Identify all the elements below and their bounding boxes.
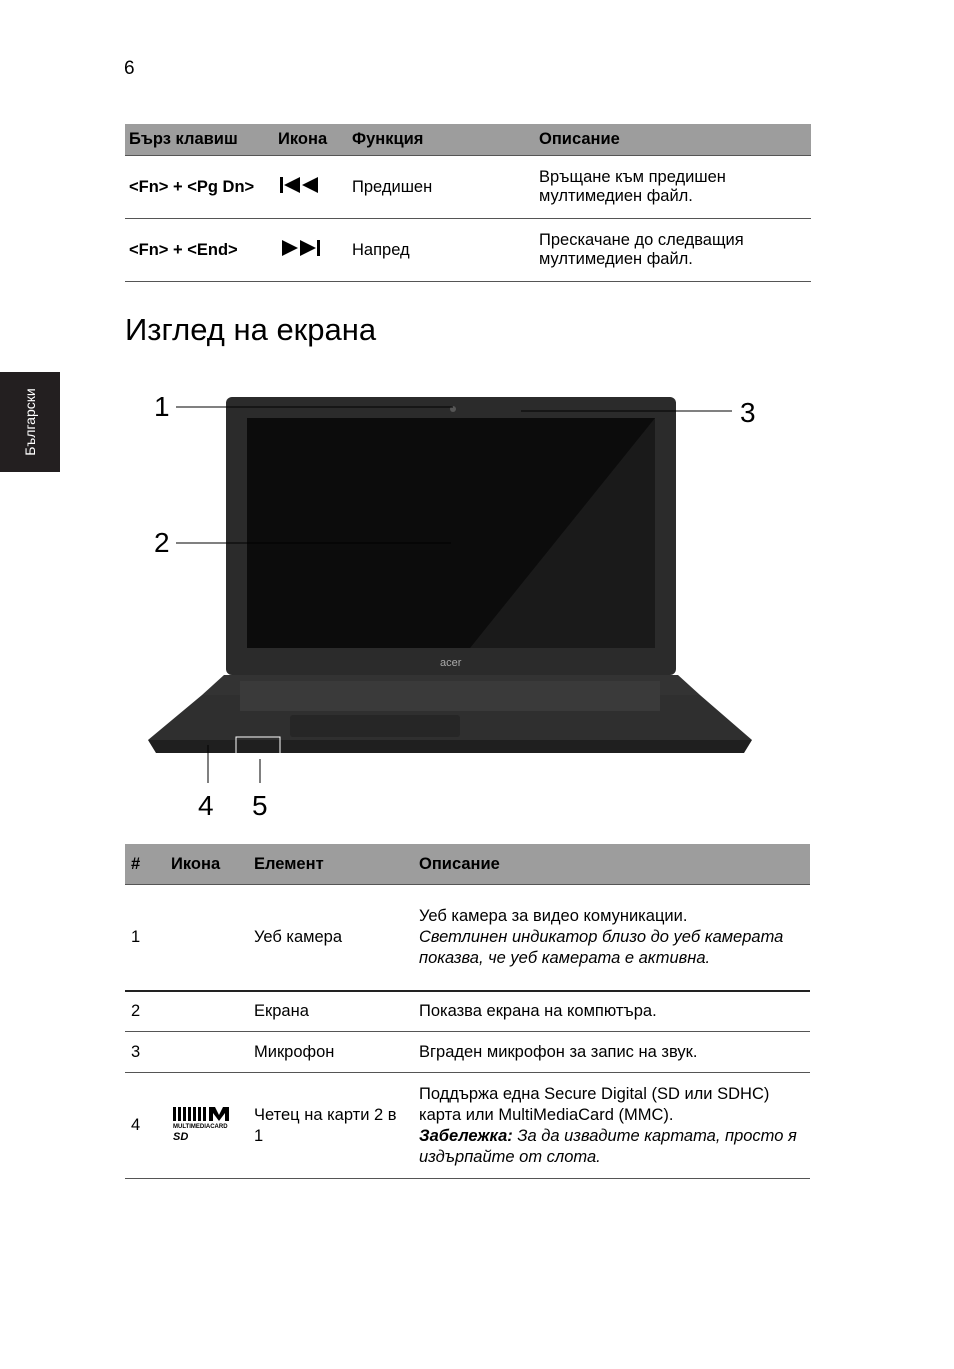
hotkey-cell: <Fn> + <End> [125, 218, 274, 282]
table-header-row: Бърз клавиш Икона Функция Описание [125, 124, 811, 156]
page-number: 6 [124, 58, 135, 79]
header-number: # [125, 844, 165, 885]
section-title: Изглед на екрана [125, 312, 377, 347]
element-cell: Четец на карти 2 в 1 [248, 1072, 413, 1179]
laptop-front-view-figure: 1 2 3 4 5 acer [140, 385, 780, 825]
description-note: За да извадите картата, просто я издърпа… [419, 1126, 797, 1166]
element-cell: Микрофон [248, 1031, 413, 1073]
table-header-row: # Икона Елемент Описание [125, 844, 810, 885]
table-row: 2 Екрана Показва екрана на компютъра. [125, 990, 810, 1032]
table-row: <Fn> + <End> Напред Прескачане до следва… [125, 218, 811, 282]
function-cell: Напред [348, 218, 535, 282]
header-hotkey: Бърз клавиш [125, 124, 274, 156]
description-note: Светлинен индикатор близо до уеб камерат… [419, 927, 784, 967]
description-text: Поддържа една Secure Digital (SD или SDH… [419, 1084, 770, 1124]
row-number: 3 [125, 1031, 165, 1073]
table-row: 4 MULTIMEDIACARD SD Четец на карти 2 в 1… [125, 1072, 810, 1179]
language-side-tab: Български [0, 372, 60, 472]
header-icon: Икона [274, 124, 348, 156]
card-reader-icon-mmc-text: MULTIMEDIACARD [173, 1124, 228, 1130]
description-cell: Прескачане до следващия мултимедиен файл… [535, 218, 811, 282]
note-label: Забележка: [419, 1126, 513, 1145]
icon-cell [165, 990, 248, 1032]
icon-cell [165, 1031, 248, 1073]
element-cell: Уеб камера [248, 884, 413, 992]
callout-4: 4 [198, 790, 214, 821]
header-function: Функция [348, 124, 535, 156]
header-description: Описание [413, 844, 810, 885]
table-row: 3 Микрофон Вграден микрофон за запис на … [125, 1031, 810, 1073]
header-element: Елемент [248, 844, 413, 885]
table-row: <Fn> + <Pg Dn> Предишен Връщане към пред… [125, 155, 811, 219]
callout-5: 5 [252, 790, 268, 821]
header-icon: Икона [165, 844, 248, 885]
hotkeys-table: Бърз клавиш Икона Функция Описание <Fn> … [125, 124, 811, 282]
row-number: 4 [125, 1072, 165, 1179]
function-cell: Предишен [348, 155, 535, 219]
hotkey-cell: <Fn> + <Pg Dn> [125, 155, 274, 219]
card-reader-icon: MULTIMEDIACARD SD [165, 1072, 248, 1179]
acer-logo: acer [440, 657, 462, 669]
callout-2: 2 [154, 527, 170, 558]
description-cell: Връщане към предишен мултимедиен файл. [535, 155, 811, 219]
row-number: 2 [125, 990, 165, 1032]
card-reader-icon-sd-text: SD [173, 1131, 188, 1143]
description-cell: Уеб камера за видео комуникации. Светлин… [413, 884, 810, 992]
callout-1: 1 [154, 391, 170, 422]
description-cell: Вграден микрофон за запис на звук. [413, 1031, 810, 1073]
description-text: Уеб камера за видео комуникации. [419, 906, 688, 925]
components-table: # Икона Елемент Описание 1 Уеб камера Уе… [125, 844, 810, 1179]
callout-3: 3 [740, 397, 756, 428]
table-row: 1 Уеб камера Уеб камера за видео комуник… [125, 884, 810, 992]
header-description: Описание [535, 124, 811, 156]
laptop-illustration [148, 397, 752, 783]
next-track-icon [274, 218, 348, 282]
element-cell: Екрана [248, 990, 413, 1032]
description-cell: Показва екрана на компютъра. [413, 990, 810, 1032]
description-cell: Поддържа една Secure Digital (SD или SDH… [413, 1072, 810, 1179]
language-label: Български [22, 388, 38, 456]
row-number: 1 [125, 884, 165, 992]
previous-track-icon [274, 155, 348, 219]
icon-cell [165, 884, 248, 992]
